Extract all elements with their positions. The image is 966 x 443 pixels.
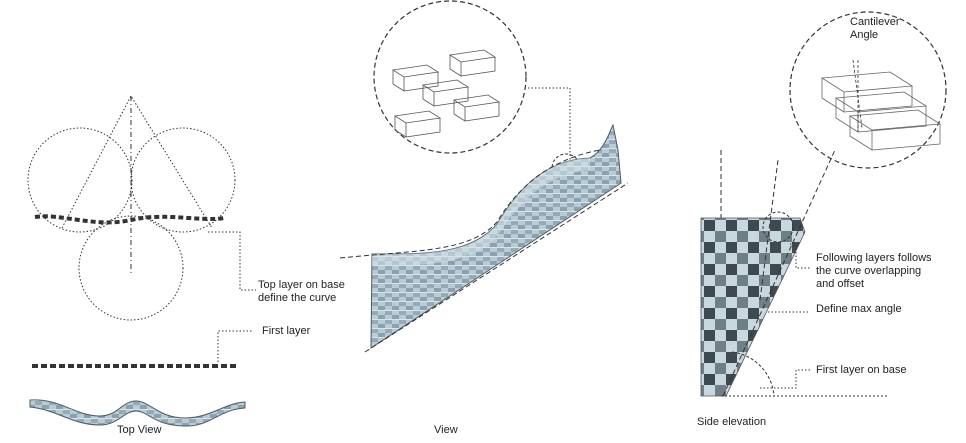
leader-first-layer-base	[760, 369, 810, 389]
construction-triangle	[61, 94, 213, 229]
label-following-1: Following layers follows	[816, 252, 932, 264]
curved-base-layer	[34, 214, 226, 225]
label-following-3: and offset	[816, 278, 865, 290]
cantilever-brick-detail	[820, 59, 942, 151]
top-view-construction	[27, 94, 236, 321]
label-first-layer-on-base: First layer on base	[816, 364, 907, 376]
wall-shadow-band	[372, 158, 590, 266]
side-elevation-wall	[700, 217, 806, 397]
construction-circle-bottom	[78, 215, 184, 321]
magnifier-circle-view	[373, 0, 527, 154]
caption-view: View	[434, 424, 458, 436]
angle-arc	[731, 351, 775, 397]
top-view-wall-plan	[29, 399, 246, 427]
label-cantilever-2: Angle	[850, 29, 879, 41]
label-define-max-angle: Define max angle	[816, 303, 902, 315]
leader-magnifier-view	[528, 87, 571, 160]
construction-circle-left	[27, 127, 133, 233]
magnifier-circle-side	[789, 11, 947, 169]
label-following-2: the curve overlapping	[816, 265, 922, 277]
magnified-brick-detail	[373, 0, 527, 154]
label-first-layer: First layer	[262, 325, 311, 337]
leader-top-layer	[208, 231, 256, 291]
base-line-view	[364, 182, 629, 353]
leader-following-layers	[790, 243, 810, 269]
label-cantilever-1: Cantilever	[850, 16, 900, 28]
caption-side-elevation: Side elevation	[697, 416, 767, 428]
slope-line-max	[722, 149, 836, 397]
label-top-layer-1: Top layer on base	[258, 279, 345, 291]
construction-circle-right	[130, 127, 236, 233]
top-curve-view	[339, 149, 601, 259]
caption-top-view: Top View	[117, 424, 162, 436]
label-top-layer-2: define the curve	[258, 292, 337, 304]
leader-first-layer	[217, 330, 252, 362]
detail-circle-side	[762, 211, 794, 243]
